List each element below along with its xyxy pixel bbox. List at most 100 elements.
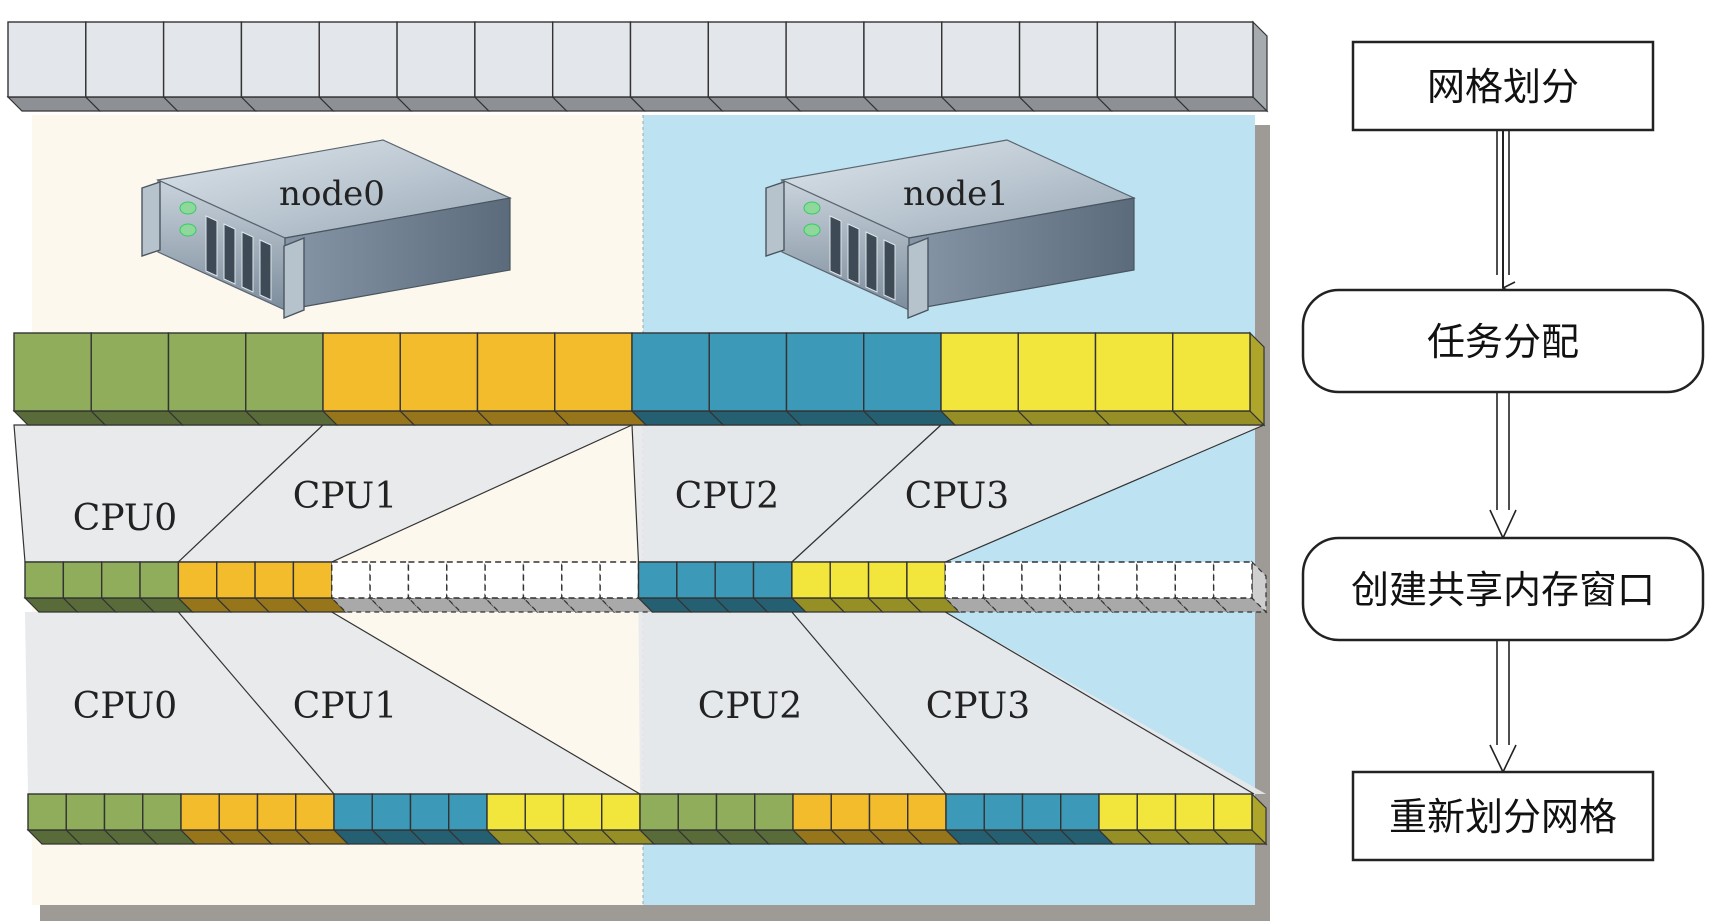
task-bar-cell-bottom	[1094, 410, 1189, 426]
shared-window-bar-cell	[254, 561, 295, 599]
repartition-bar-cell	[448, 793, 488, 831]
shared-window-bar-cell	[369, 561, 410, 599]
top-bar-cell	[629, 21, 710, 98]
repartition-bar-cell	[65, 793, 106, 831]
cpu3-label-lower: CPU3	[926, 686, 1030, 727]
task-bar-cell	[554, 332, 633, 412]
flow-step-shared-window	[1301, 536, 1705, 642]
shared-window-bar-cell	[561, 561, 601, 599]
flow-step-task-assign-label: 任务分配	[1427, 320, 1579, 364]
repartition-bar-cell	[371, 793, 412, 831]
task-bar-cell	[940, 332, 1019, 412]
repartition-bar-cell	[142, 793, 182, 831]
repartition-bar-cell	[1174, 793, 1215, 831]
task-bar-end-cap	[1249, 331, 1265, 427]
shared-window-bar-cell	[331, 561, 371, 599]
top-bar-cell	[1096, 21, 1176, 98]
shared-window-bar-cell	[676, 561, 716, 599]
flow-step-task-assign	[1301, 288, 1705, 394]
task-bar-cell	[13, 332, 92, 412]
top-bar-cell-bottom	[6, 96, 102, 112]
top-bar-cell-bottom	[629, 96, 724, 112]
task-bar-cell	[167, 332, 247, 412]
flowchart: 网格划分 任务分配 创建共享内存窗口 重新划分网格	[1301, 40, 1705, 862]
top-bar-cell-bottom	[395, 96, 491, 112]
top-bar-cell	[240, 21, 320, 98]
repartition-bar-cell	[715, 793, 756, 831]
top-bar-cell-bottom	[1173, 96, 1269, 112]
task-bar-cell-bottom	[398, 410, 493, 426]
repartition-bar-cell	[27, 793, 67, 831]
repartition-bar-cell	[1021, 793, 1062, 831]
shared-window-bar-cell	[24, 561, 65, 599]
top-grid-bar	[6, 20, 1269, 113]
connector-lower-line-3	[944, 611, 1255, 795]
task-bar-cell	[631, 332, 710, 412]
task-bar-cell	[863, 332, 942, 412]
task-bar-cell-bottom	[1016, 410, 1111, 426]
cpu3-label-upper: CPU3	[905, 476, 1009, 517]
repartition-bar-cell	[1060, 793, 1100, 831]
shared-window-bar	[23, 560, 1268, 614]
server-drive-slot	[205, 215, 218, 277]
shared-window-bar-cell	[714, 561, 755, 599]
server-handle-left	[141, 181, 161, 257]
repartition-bar-cell	[562, 793, 603, 831]
repartition-bar-cell	[409, 793, 450, 831]
cpu2-label-upper: CPU2	[675, 476, 779, 517]
task-bar-cell	[399, 332, 479, 412]
repartition-bar-cell	[792, 793, 832, 831]
shared-window-bar-end-cap	[1251, 560, 1267, 614]
top-bar-cell-bottom	[1018, 96, 1113, 112]
connector-lower-line-2	[791, 611, 947, 795]
server-handle-left	[765, 181, 785, 257]
server-drive-slot	[223, 223, 236, 285]
task-bar-cell-bottom	[939, 410, 1034, 426]
task-bar-cell	[1172, 332, 1251, 412]
task-bar-cell-bottom	[244, 410, 339, 426]
top-bar-cell	[551, 21, 632, 98]
task-bar-cell	[785, 332, 865, 412]
top-bar-cell-bottom	[784, 96, 880, 112]
task-bar-cell	[476, 332, 556, 412]
task-bar-cell-bottom	[12, 410, 107, 426]
repartition-bar-cell	[524, 793, 565, 831]
server-led	[179, 201, 197, 215]
shared-window-bar-cell	[867, 561, 908, 599]
server-drive-slot	[829, 215, 842, 277]
top-bar-cell-bottom	[239, 96, 335, 112]
repartition-bar-cell	[907, 793, 947, 831]
task-bar-cell	[1017, 332, 1097, 412]
shared-window-bar-cell	[1212, 561, 1253, 599]
flow-step-mesh-partition-label: 网格划分	[1427, 65, 1579, 109]
flow-arrow-3-head	[1489, 744, 1517, 774]
shared-window-bar-cell	[522, 561, 563, 599]
server-icon-node0	[141, 139, 513, 320]
repartition-bar-cell	[218, 793, 259, 831]
shared-window-bar-cell	[407, 561, 448, 599]
cpu1-label-lower: CPU1	[293, 686, 397, 727]
repartition-bar-cell	[945, 793, 985, 831]
repartition-bar-cell	[754, 793, 794, 831]
top-bar-cell-bottom	[862, 96, 958, 112]
repartition-bar-cell	[1136, 793, 1177, 831]
top-bar-cell	[707, 21, 787, 98]
flow-step-shared-window-label: 创建共享内存窗口	[1351, 568, 1655, 612]
task-bar-cell-bottom	[553, 410, 648, 426]
shared-window-bar-cell	[906, 561, 946, 599]
server-handle-right	[907, 236, 929, 320]
top-bar-cell	[474, 21, 554, 98]
shared-window-bar-cell	[791, 561, 831, 599]
shared-window-bar-cell	[177, 561, 218, 599]
server-led	[179, 223, 197, 237]
top-bar-cell	[318, 21, 398, 98]
top-bar-cell	[162, 21, 243, 98]
top-bar-cell	[1174, 21, 1254, 98]
task-bar	[12, 331, 1266, 427]
shared-window-bar-cell	[637, 561, 678, 599]
flow-step-remesh-label: 重新划分网格	[1389, 795, 1617, 839]
server-drive-slot	[865, 231, 878, 293]
cpu0-label-upper: CPU0	[73, 498, 177, 539]
top-bar-cell-bottom	[317, 96, 413, 112]
